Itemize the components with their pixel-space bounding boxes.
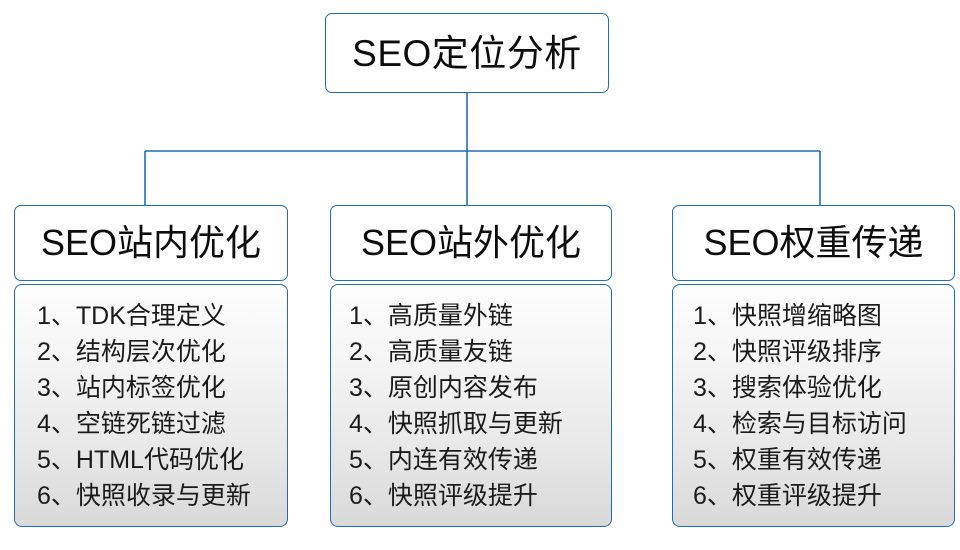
branch-header-2[interactable]: SEO站外优化 [330,205,612,281]
branch-body-1: 1、TDK合理定义 2、结构层次优化 3、站内标签优化 4、空链死链过滤 5、H… [14,284,288,527]
list-item: 6、快照收录与更新 [37,482,251,510]
root-node-label: SEO定位分析 [352,32,582,74]
branch-column-2: SEO站外优化 1、高质量外链 2、高质量友链 3、原创内容发布 4、快照抓取与… [330,205,612,527]
list-item: 4、快照抓取与更新 [349,410,563,438]
list-item: 1、快照增缩略图 [693,302,882,330]
branch-item-list-3: 1、快照增缩略图 2、快照评级排序 3、搜索体验优化 4、检索与目标访问 5、权… [673,298,954,514]
list-item: 2、高质量友链 [349,338,513,366]
branch-body-3: 1、快照增缩略图 2、快照评级排序 3、搜索体验优化 4、检索与目标访问 5、权… [672,284,955,527]
list-item: 4、检索与目标访问 [693,410,907,438]
list-item: 3、搜索体验优化 [693,374,882,402]
list-item: 6、权重评级提升 [693,482,882,510]
list-item: 5、权重有效传递 [693,446,882,474]
list-item: 2、结构层次优化 [37,338,226,366]
root-node[interactable]: SEO定位分析 [325,13,609,93]
branch-header-label-2: SEO站外优化 [360,222,582,263]
list-item: 3、站内标签优化 [37,374,226,402]
branch-header-3[interactable]: SEO权重传递 [672,205,955,281]
list-item: 4、空链死链过滤 [37,410,226,438]
branch-column-1: SEO站内优化 1、TDK合理定义 2、结构层次优化 3、站内标签优化 4、空链… [14,205,288,527]
branch-item-list-2: 1、高质量外链 2、高质量友链 3、原创内容发布 4、快照抓取与更新 5、内连有… [331,298,611,514]
list-item: 5、HTML代码优化 [37,446,244,474]
list-item: 1、TDK合理定义 [37,302,226,330]
list-item: 1、高质量外链 [349,302,513,330]
branch-header-label-3: SEO权重传递 [703,222,924,263]
list-item: 6、快照评级提升 [349,482,538,510]
branch-column-3: SEO权重传递 1、快照增缩略图 2、快照评级排序 3、搜索体验优化 4、检索与… [672,205,955,527]
branch-item-list-1: 1、TDK合理定义 2、结构层次优化 3、站内标签优化 4、空链死链过滤 5、H… [15,298,287,514]
list-item: 5、内连有效传递 [349,446,538,474]
branch-body-2: 1、高质量外链 2、高质量友链 3、原创内容发布 4、快照抓取与更新 5、内连有… [330,284,612,527]
branch-header-label-1: SEO站内优化 [40,222,262,263]
list-item: 3、原创内容发布 [349,374,538,402]
list-item: 2、快照评级排序 [693,338,882,366]
branch-header-1[interactable]: SEO站内优化 [14,205,288,281]
